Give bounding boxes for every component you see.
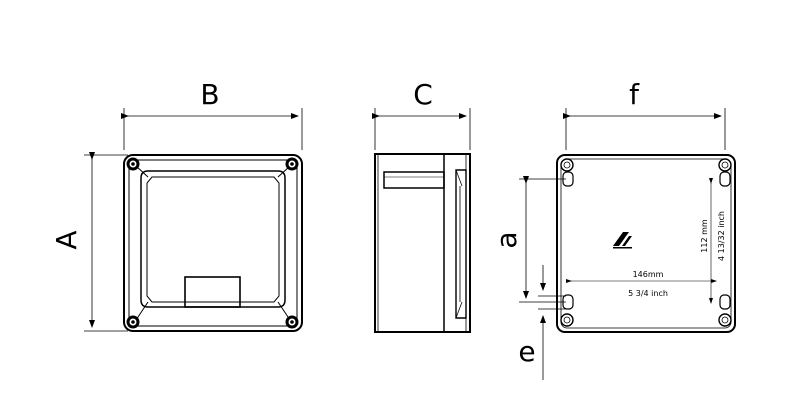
dimension-f: f	[563, 78, 726, 150]
mount-hole-br	[718, 294, 732, 327]
dimension-width-inner: 146mm 5 3/4 inch	[566, 270, 717, 298]
label-f: f	[629, 78, 640, 111]
front-screw-tl	[126, 157, 140, 171]
front-screw-br	[285, 315, 299, 329]
brand-logo-icon	[613, 232, 632, 249]
side-view: C	[372, 78, 471, 333]
mount-hole-tr	[718, 158, 732, 187]
dimension-a-lower: a	[490, 176, 566, 303]
width-mm-text: 146mm	[633, 270, 664, 279]
dimension-e: e	[518, 265, 566, 380]
mount-hole-bl	[560, 294, 574, 327]
front-screw-bl	[126, 315, 140, 329]
dimension-a: A	[50, 152, 128, 332]
label-a-lower: a	[490, 231, 523, 248]
dimension-height-inner: 112 mm 4 13/32 inch	[700, 178, 726, 304]
label-c: C	[413, 78, 433, 111]
label-b: B	[200, 78, 219, 111]
mount-hole-tl	[560, 158, 574, 187]
height-mm-text: 112 mm	[700, 219, 709, 253]
height-inch-text: 4 13/32 inch	[717, 211, 726, 261]
dimension-b: B	[121, 78, 303, 150]
front-screw-tr	[285, 157, 299, 171]
front-view: B A	[50, 78, 303, 332]
dimension-c: C	[372, 78, 471, 150]
width-inch-text: 5 3/4 inch	[628, 289, 668, 298]
label-window	[184, 276, 241, 308]
back-view: f 146mm 5 3/4 inch 11	[490, 78, 736, 380]
label-a-upper: A	[50, 230, 83, 249]
label-e: e	[518, 335, 535, 368]
